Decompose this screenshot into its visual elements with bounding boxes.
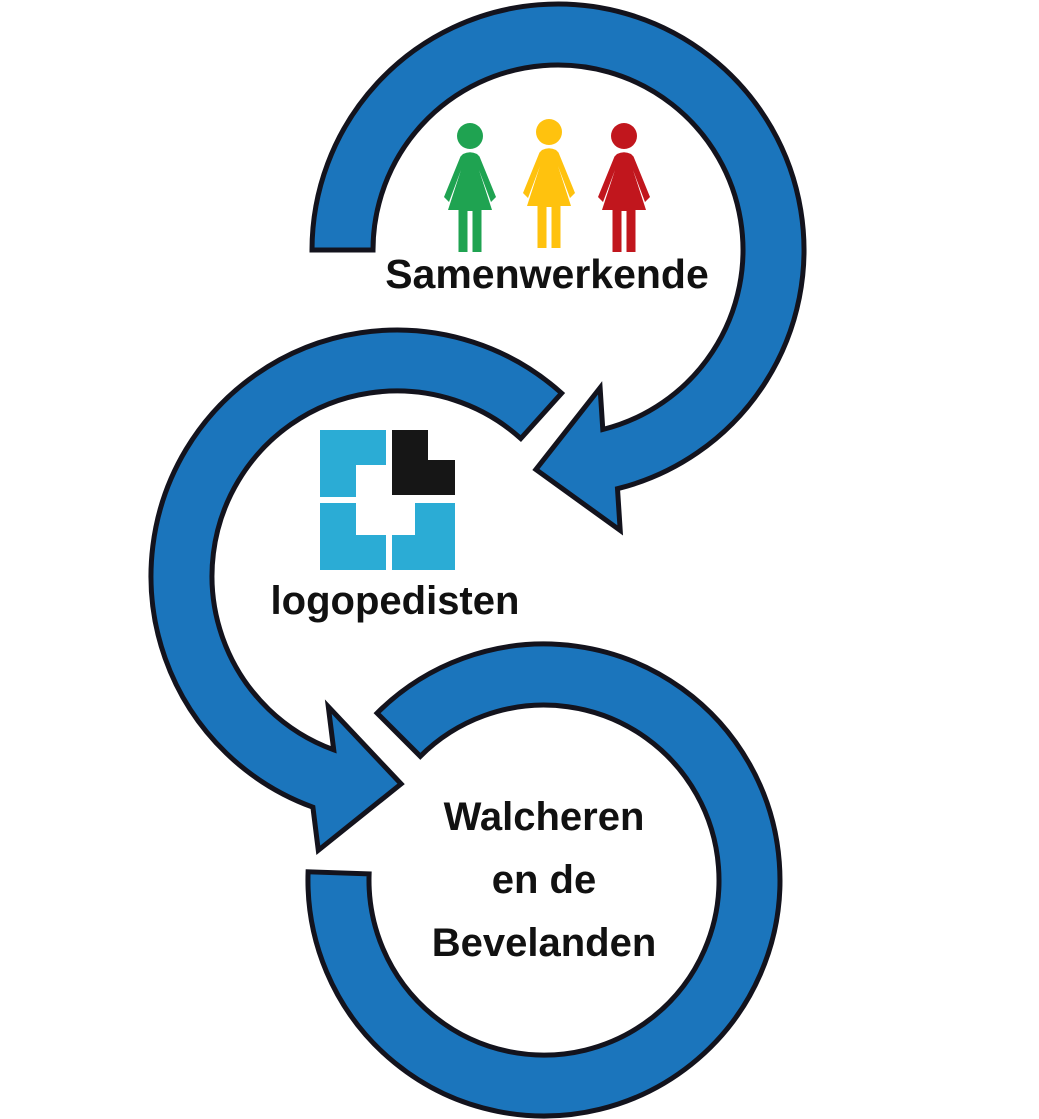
person-yellow-icon — [523, 119, 575, 248]
logo-square-top-left — [320, 430, 386, 497]
label-samenwerkende: Samenwerkende — [385, 251, 709, 297]
logo-black-l-shape — [392, 430, 455, 495]
logo-square-bottom-left — [320, 503, 386, 570]
label-walcheren: Walcheren — [444, 795, 645, 839]
label-bevelanden: Bevelanden — [432, 921, 657, 965]
top-circle-arrow — [309, 1, 807, 536]
bottom-circle — [305, 641, 783, 1119]
logo-square-bottom-right — [392, 503, 455, 570]
label-en-de: en de — [492, 858, 596, 902]
person-red-icon — [598, 123, 650, 252]
label-logopedisten: logopedisten — [271, 579, 520, 623]
three-women-pictogram-icon — [444, 119, 650, 252]
person-green-icon — [444, 123, 496, 252]
middle-circle-arrow — [148, 327, 566, 856]
logopedie-logo-icon — [320, 430, 455, 570]
